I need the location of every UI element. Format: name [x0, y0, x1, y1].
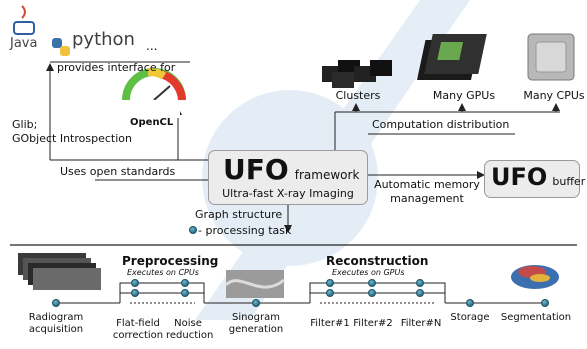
- flatfield-label-2: correction: [112, 330, 164, 341]
- node-filter1-1: [326, 279, 334, 287]
- segmentation-label: Segmentation: [500, 312, 572, 323]
- python-label: python: [72, 29, 135, 50]
- many-cpus-label: Many CPUs: [523, 89, 585, 102]
- sinogram-image: [224, 270, 285, 298]
- node-filter1-2: [326, 289, 334, 297]
- framework-subtitle: Ultra-fast X-ray Imaging: [222, 187, 354, 200]
- node-flatfield-2: [131, 289, 139, 297]
- many-gpus-label: Many GPUs: [432, 89, 496, 102]
- uses-open-standards-label: Uses open standards: [60, 165, 176, 178]
- filterN-label: Filter#N: [400, 318, 442, 329]
- glib-line1: Glib;: [12, 118, 38, 131]
- memory-line2: management: [390, 192, 464, 205]
- computation-distribution-label: Computation distribution: [372, 118, 510, 131]
- buffer-word: buffer: [552, 175, 586, 188]
- reconstruction-sub: Executes on GPUs: [332, 268, 405, 277]
- sinogram-label-1: Sinogram: [232, 312, 280, 323]
- clusters-label: Clusters: [335, 89, 381, 102]
- node-noise-1: [181, 279, 189, 287]
- python-icon: [52, 38, 70, 56]
- radiogram-image: [18, 253, 101, 290]
- graph-structure-label: Graph structure: [195, 208, 283, 221]
- opencl-gauge-icon: [122, 67, 186, 118]
- node-storage: [466, 299, 474, 307]
- ufo-buffer-box: UFO buffer: [484, 160, 585, 198]
- ellipsis-label: ...: [146, 39, 158, 53]
- node-radiogram: [52, 299, 60, 307]
- java-icon: [13, 5, 35, 35]
- pipeline-nodes: [52, 279, 549, 307]
- preprocessing-title: Preprocessing: [122, 254, 219, 268]
- framework-word: framework: [294, 168, 360, 182]
- processing-task-label: - processing task: [198, 224, 292, 237]
- node-filter2-1: [368, 279, 376, 287]
- clusters-icon: [322, 60, 392, 88]
- node-sinogram: [252, 299, 260, 307]
- memory-line1: Automatic memory: [374, 178, 480, 191]
- noise-label-2: reduction: [166, 330, 214, 341]
- filter1-label: Filter#1: [310, 318, 350, 329]
- opencl-label: OpenCL: [130, 117, 174, 128]
- storage-label: Storage: [450, 312, 490, 323]
- provides-interface-label: provides interface for: [57, 61, 176, 74]
- preprocessing-sub: Executes on CPUs: [127, 268, 199, 277]
- node-filter2-2: [368, 289, 376, 297]
- cpus-icon: [527, 33, 575, 81]
- ufo-buffer-title: UFO: [491, 163, 548, 191]
- java-label: Java: [10, 36, 38, 51]
- ufo-framework-title: UFO: [223, 153, 289, 186]
- reconstruction-title: Reconstruction: [326, 254, 429, 268]
- radiogram-label-2: acquisition: [28, 324, 84, 335]
- node-filterN-2: [416, 289, 424, 297]
- segmentation-image: [511, 265, 559, 289]
- node-flatfield-1: [131, 279, 139, 287]
- node-filterN-1: [416, 279, 424, 287]
- legend-node: [189, 226, 197, 234]
- flatfield-label-1: Flat-field: [116, 318, 160, 329]
- node-segmentation: [541, 299, 549, 307]
- node-noise-2: [181, 289, 189, 297]
- sinogram-label-2: generation: [228, 324, 284, 335]
- glib-line2: GObject Introspection: [12, 132, 132, 145]
- gpus-icon: [416, 34, 487, 80]
- radiogram-label-1: Radiogram: [28, 312, 84, 323]
- noise-label-1: Noise: [174, 318, 202, 329]
- ufo-framework-box: UFO framework Ultra-fast X-ray Imaging: [208, 150, 368, 205]
- filter2-label: Filter#2: [353, 318, 393, 329]
